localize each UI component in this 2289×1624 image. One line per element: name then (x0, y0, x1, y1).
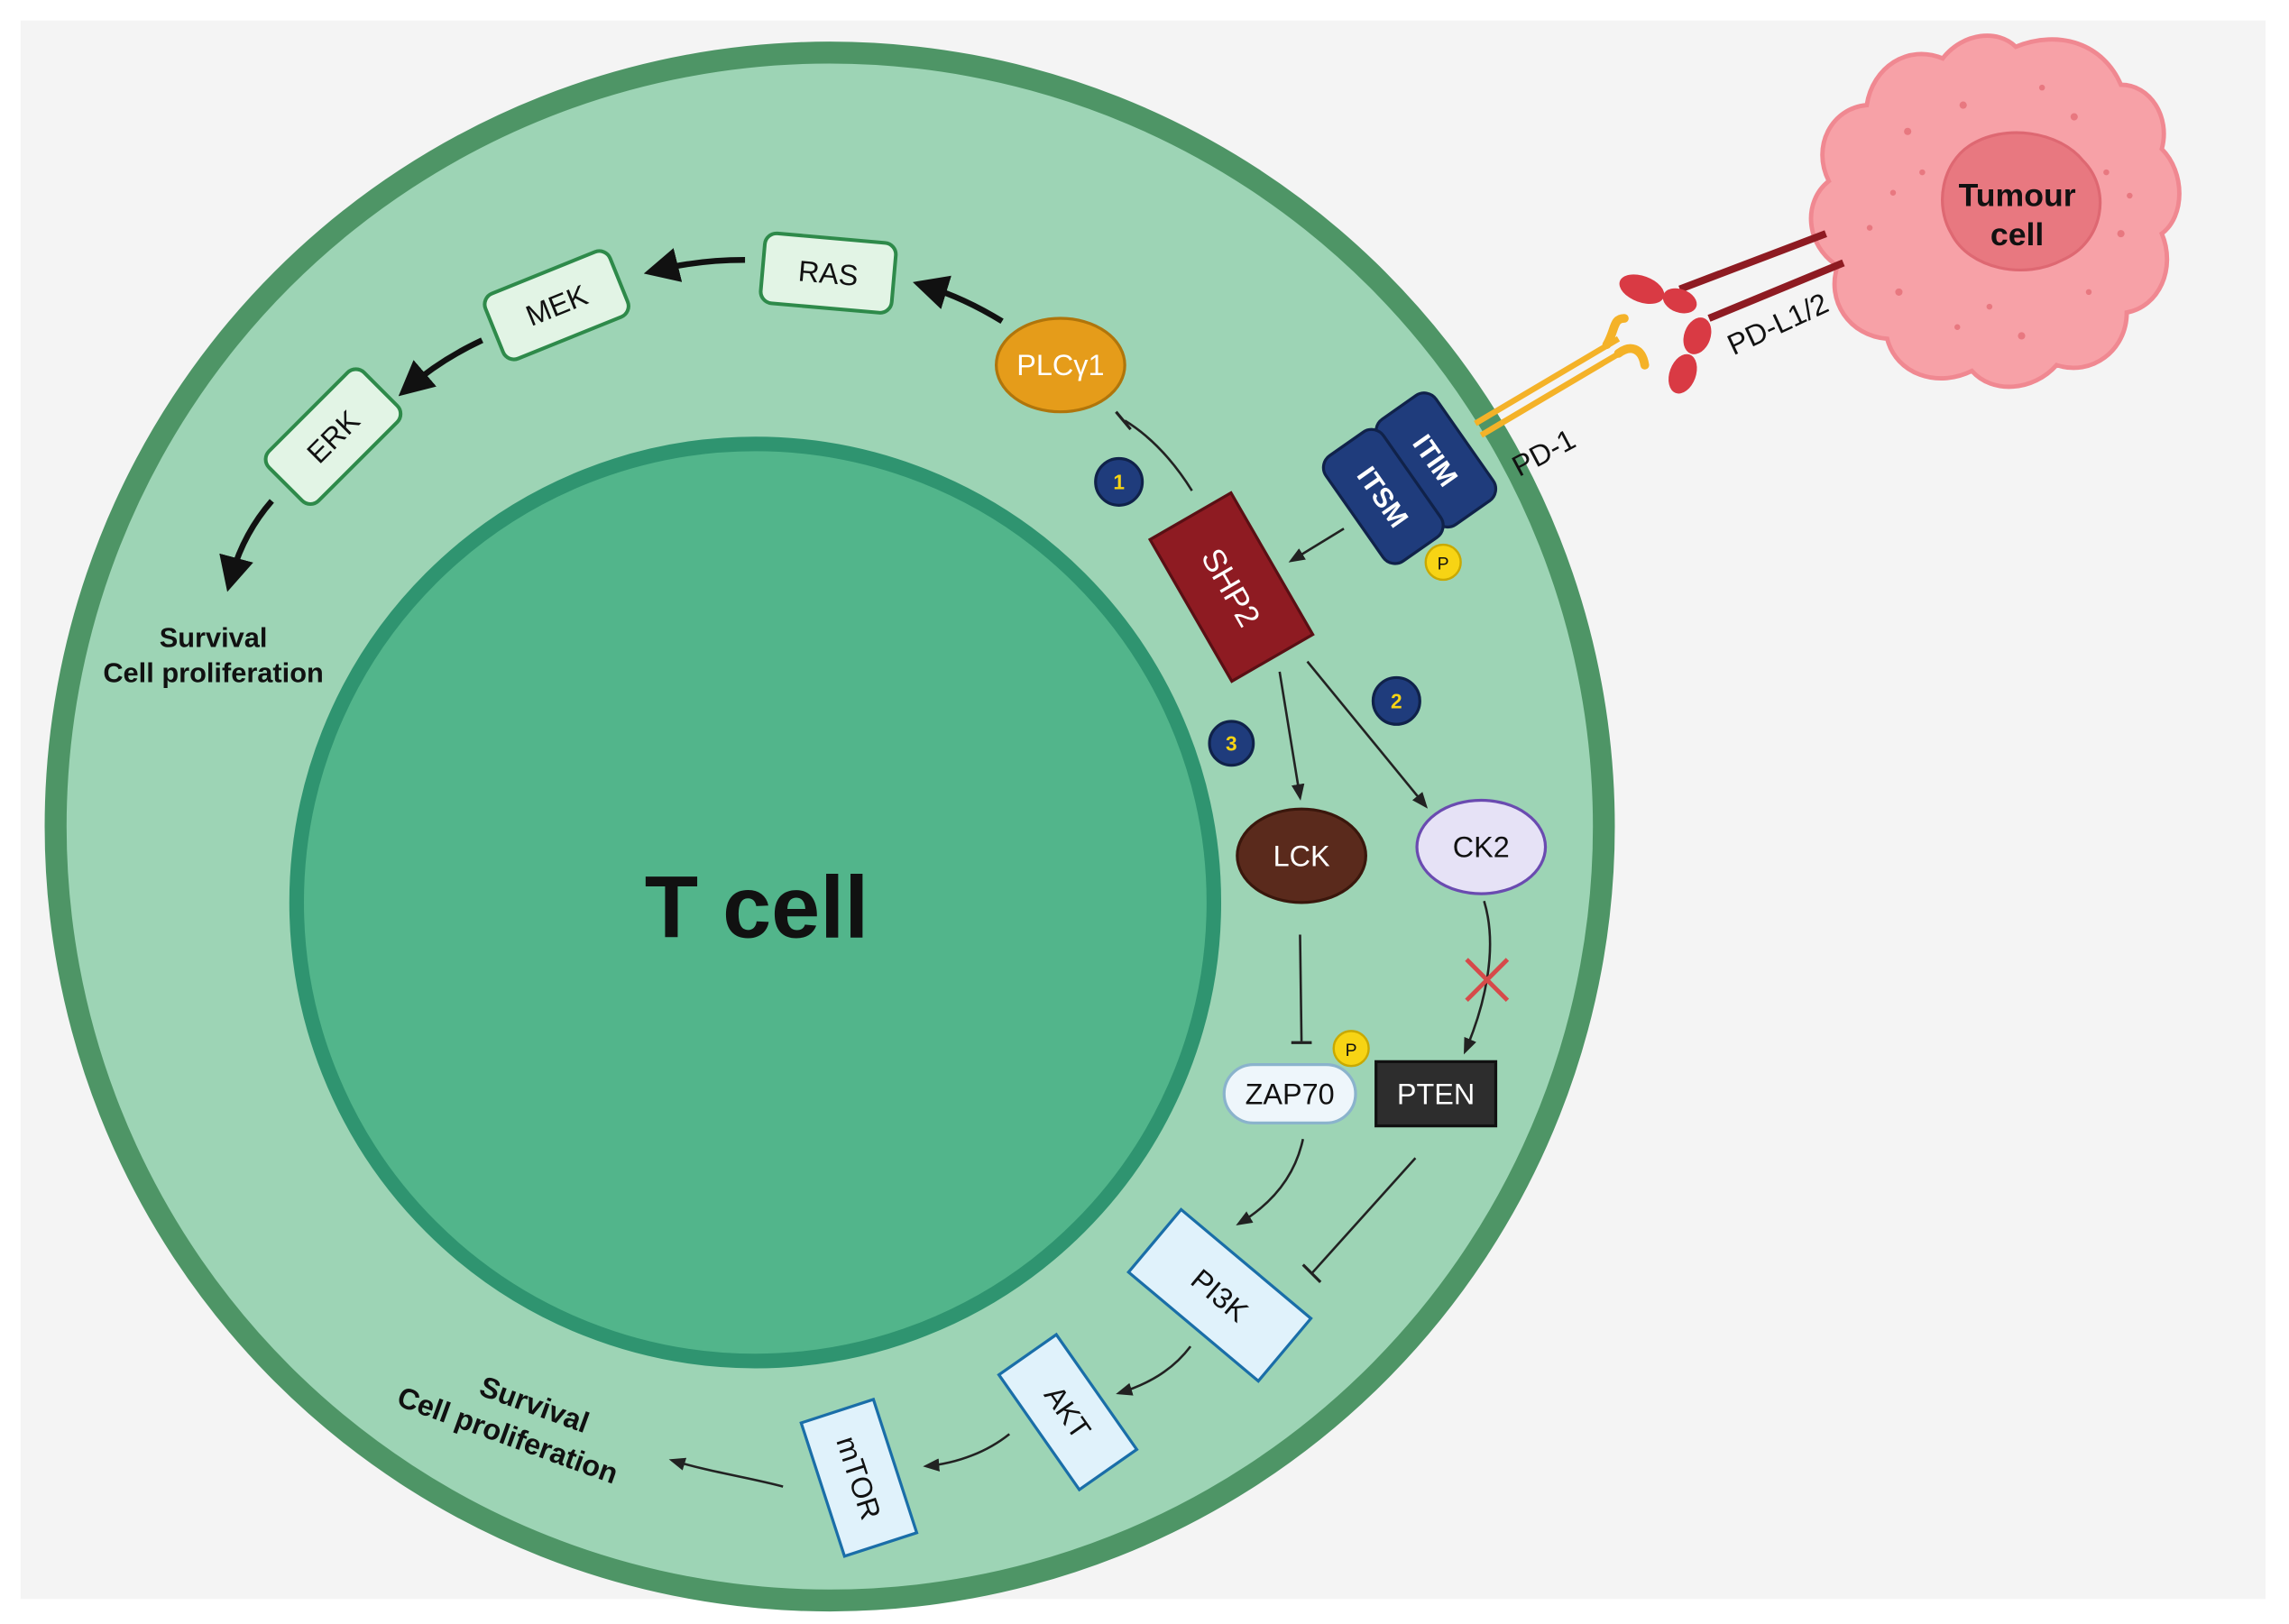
arrow-plc-to-ras (913, 275, 1004, 325)
phospho-badge-itsm (1424, 543, 1462, 582)
lck-node[interactable]: LCK (1236, 807, 1367, 904)
plcg1-label: PLCγ1 (1016, 349, 1104, 381)
itsm-domain: ITSM (1321, 427, 1445, 565)
pten-label: PTEN (1397, 1078, 1475, 1110)
survival-upper-line1: Survival (160, 621, 268, 653)
step-3-badge: 3 (1208, 720, 1255, 767)
inhibit-lck-zap70 (1299, 934, 1303, 1041)
arrow-itsm-to-shp2 (1288, 528, 1345, 563)
akt-node[interactable]: AKT (997, 1332, 1139, 1492)
inhibit-bar-pi3k (1301, 1263, 1322, 1284)
mek-node[interactable]: MEK (482, 248, 632, 363)
itim-domain: ITIM (1374, 391, 1498, 529)
zap70-node[interactable]: ZAP70 (1222, 1062, 1357, 1124)
shp2-node[interactable]: SHP2 (1147, 491, 1315, 684)
blocked-x-icon (1465, 958, 1510, 1003)
arrow-mtor-to-survival (668, 1457, 784, 1488)
step-2-badge: 2 (1371, 675, 1421, 726)
mtor-node[interactable]: mTOR (799, 1397, 919, 1558)
pten-node[interactable]: PTEN (1374, 1060, 1498, 1128)
ck2-node[interactable]: CK2 (1415, 798, 1548, 895)
erk-node[interactable]: ERK (261, 364, 405, 509)
t-cell-title: T cell (645, 858, 869, 957)
arrow-mek-to-erk (398, 337, 483, 397)
inhibit-bar-plc (1115, 410, 1132, 431)
zap70-label: ZAP70 (1246, 1078, 1335, 1110)
arrow-akt-to-mtor (923, 1433, 1011, 1472)
ck2-label: CK2 (1453, 831, 1510, 864)
phospho-label-itsm: P (1438, 555, 1449, 574)
step-1-badge: 1 (1094, 456, 1144, 507)
phospho-badge-zap70 (1332, 1030, 1370, 1068)
plcg1-node[interactable]: PLCγ1 (995, 317, 1126, 414)
arrow-shp2-to-ck2 (1306, 660, 1429, 809)
survival-upper-line2: Cell proliferation (103, 656, 323, 688)
tumour-cell: Tumour cell (1808, 33, 2182, 390)
tumour-label-line1: Tumour (1959, 177, 2076, 213)
step-1-label: 1 (1113, 471, 1125, 494)
inhibit-shp2-plc (1124, 419, 1193, 491)
arrow-shp2-to-lck (1278, 671, 1305, 801)
step-3-label: 3 (1226, 731, 1237, 755)
inhibit-pten-pi3k (1310, 1157, 1417, 1275)
tumour-nucleus (1941, 131, 2102, 271)
phospho-label-zap70: P (1346, 1041, 1357, 1060)
tumour-label-line2: cell (1990, 216, 2044, 252)
ras-label: RAS (797, 254, 860, 292)
step-2-label: 2 (1391, 689, 1402, 712)
arrow-ras-to-mek (643, 248, 746, 282)
arrow-erk-to-survival (219, 499, 274, 592)
pi3k-node[interactable]: PI3K (1126, 1207, 1313, 1383)
t-cell-nucleus (289, 436, 1222, 1369)
ras-node[interactable]: RAS (758, 231, 898, 315)
pd1-receptor (1474, 314, 1650, 438)
arrow-zap70-to-pi3k (1236, 1138, 1304, 1225)
pd-l-ligands (1619, 230, 1845, 394)
lck-label: LCK (1273, 840, 1330, 872)
arrow-pi3k-to-akt (1116, 1345, 1192, 1396)
